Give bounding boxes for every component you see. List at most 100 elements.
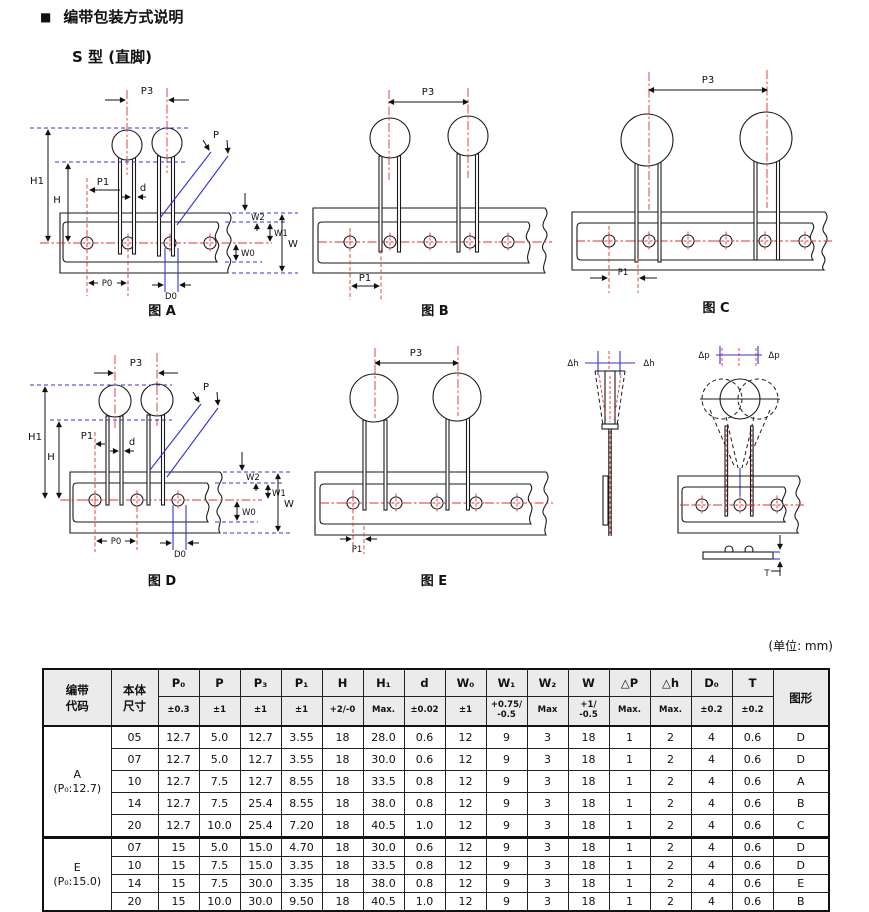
value-cell: 0.6 — [731, 892, 774, 912]
value-cell: 12 — [444, 792, 487, 815]
value-cell: 1.0 — [403, 814, 446, 838]
dim-label-d: d — [140, 183, 146, 194]
value-cell: 3 — [526, 892, 569, 912]
value-cell: 7.5 — [198, 856, 241, 875]
header-cell-tolerance: +1/ -0.5 — [567, 696, 610, 727]
sprocket-hole — [794, 230, 816, 252]
shifted-component-front-view — [700, 378, 780, 517]
dimension-lines: P3 P H1 H P1 d W2 W1 W0 W P0 D0 — [30, 86, 298, 302]
value-cell: 2 — [649, 837, 692, 857]
value-cell: 0.8 — [403, 770, 446, 793]
figure-ref-cell: E — [772, 874, 830, 893]
value-cell: 2 — [649, 856, 692, 875]
figure-ref-cell: B — [772, 792, 830, 815]
value-cell: 33.5 — [362, 856, 405, 875]
header-cell-dim: P₁ — [280, 668, 323, 697]
dim-label-w1: W1 — [274, 229, 288, 239]
value-cell: 4 — [690, 874, 733, 893]
value-cell: 4 — [690, 856, 733, 875]
carrier-tape — [677, 475, 804, 534]
value-cell: 40.5 — [362, 892, 405, 912]
body-size-cell: 10 — [110, 770, 159, 793]
dim-label-w1: W1 — [272, 489, 286, 499]
body-size-cell: 05 — [110, 725, 159, 749]
value-cell: 9 — [485, 770, 528, 793]
value-cell: 0.6 — [731, 725, 774, 749]
value-cell: 15 — [157, 892, 200, 912]
value-cell: 4.70 — [280, 837, 323, 857]
header-cell-tolerance: ±1 — [444, 696, 487, 727]
value-cell: 12.7 — [157, 748, 200, 771]
dimension-lines: P3 P1 — [349, 87, 469, 300]
value-cell: 18 — [321, 856, 364, 875]
value-cell: 9 — [485, 856, 528, 875]
group-code-note: (P₀:12.7) — [53, 781, 102, 795]
value-cell: 2 — [649, 770, 692, 793]
header-cell-tolerance: ±0.3 — [157, 696, 200, 727]
figure-ref-cell: D — [772, 748, 830, 771]
dim-label-p3: P3 — [130, 358, 142, 369]
body-size-cell: 14 — [110, 874, 159, 893]
body-size-cell: 07 — [110, 837, 159, 857]
value-cell: 9 — [485, 792, 528, 815]
dim-label-dh-left: Δh — [567, 359, 578, 369]
delta-h-detail-diagram: Δh Δh — [567, 351, 655, 536]
value-cell: 5.0 — [198, 748, 241, 771]
group-code: A — [73, 767, 82, 781]
value-cell: 3 — [526, 837, 569, 857]
value-cell: 5.0 — [198, 837, 241, 857]
dim-label-dp-left: Δp — [698, 351, 709, 361]
dim-label-t: T — [763, 569, 770, 579]
sprocket-hole — [506, 492, 528, 514]
value-cell: 25.4 — [239, 814, 282, 838]
value-cell: 8.55 — [280, 770, 323, 793]
value-cell: 1 — [608, 748, 651, 771]
value-cell: 5.0 — [198, 725, 241, 749]
value-cell: 2 — [649, 814, 692, 838]
value-cell: 30.0 — [239, 892, 282, 912]
value-cell: 18 — [567, 725, 610, 749]
value-cell: 33.5 — [362, 770, 405, 793]
header-cell-dim: H₁ — [362, 668, 405, 697]
value-cell: 3.35 — [280, 874, 323, 893]
figure-b-caption: 图 B — [421, 304, 449, 319]
component-discs — [98, 383, 174, 506]
value-cell: 3 — [526, 725, 569, 749]
sprocket-hole — [419, 231, 441, 253]
header-cell-dim: W₁ — [485, 668, 528, 697]
body-size-cell: 10 — [110, 856, 159, 875]
value-cell: 1 — [608, 792, 651, 815]
header-cell-dim: W₀ — [444, 668, 487, 697]
value-cell: 38.0 — [362, 874, 405, 893]
value-cell: 2 — [649, 792, 692, 815]
header-cell-dim: D₀ — [690, 668, 733, 697]
value-cell: 18 — [321, 814, 364, 838]
dim-label-p1: P1 — [352, 545, 363, 555]
header-cell-dim: W₂ — [526, 668, 569, 697]
sprocket-hole — [199, 232, 221, 254]
value-cell: 4 — [690, 748, 733, 771]
value-cell: 15.0 — [239, 856, 282, 875]
value-cell: 1 — [608, 856, 651, 875]
header-cell-tolerance: Max. — [608, 696, 651, 727]
header-cell-dim: P₃ — [239, 668, 282, 697]
dimension-lines: P3 P1 — [590, 70, 768, 293]
figure-c-caption: 图 C — [702, 301, 730, 316]
header-cell-code: 编带 代码 — [42, 668, 112, 727]
dim-label-p1: P1 — [618, 268, 629, 278]
header-cell-dim: H — [321, 668, 364, 697]
dim-label-p1: P1 — [97, 177, 109, 188]
value-cell: 30.0 — [239, 874, 282, 893]
value-cell: 7.5 — [198, 874, 241, 893]
header-cell-dim: P — [198, 668, 241, 697]
header-cell-tolerance: ±1 — [198, 696, 241, 727]
dim-label-d0: D0 — [165, 292, 177, 302]
value-cell: 12 — [444, 874, 487, 893]
figure-e-caption: 图 E — [420, 574, 448, 589]
value-cell: 0.6 — [731, 748, 774, 771]
value-cell: 3.55 — [280, 748, 323, 771]
value-cell: 2 — [649, 892, 692, 912]
